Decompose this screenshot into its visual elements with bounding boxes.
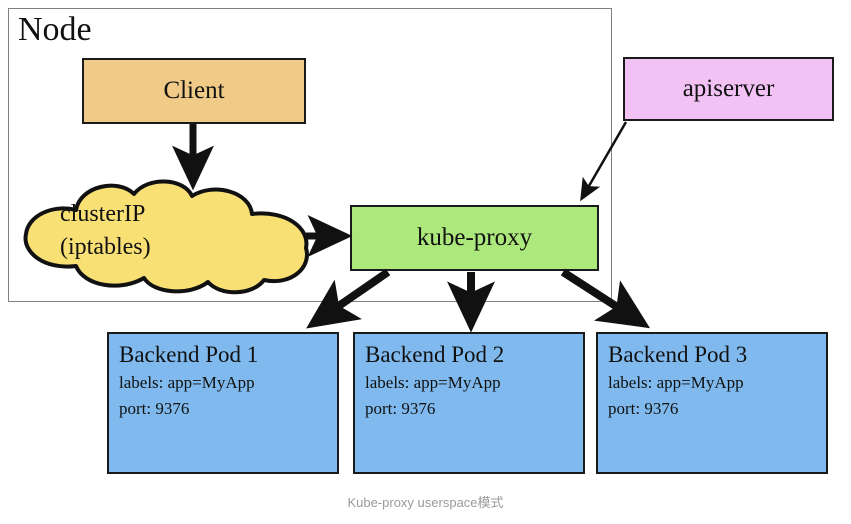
- pod-labels: labels: app=MyApp: [365, 373, 501, 392]
- backend-pod-3[interactable]: Backend Pod 3 labels: app=MyApp port: 93…: [596, 332, 828, 474]
- pod-title: Backend Pod 2: [365, 342, 505, 367]
- client-label: Client: [163, 77, 225, 104]
- pod-port: port: 9376: [365, 399, 436, 418]
- apiserver-label: apiserver: [682, 75, 775, 102]
- pod-labels: labels: app=MyApp: [608, 373, 744, 392]
- backend-pod-2[interactable]: Backend Pod 2 labels: app=MyApp port: 93…: [353, 332, 585, 474]
- diagram-caption: Kube-proxy userspace模式: [347, 495, 504, 510]
- pod-port: port: 9376: [608, 399, 679, 418]
- pod-title: Backend Pod 3: [608, 342, 748, 367]
- backend-pod-1[interactable]: Backend Pod 1 labels: app=MyApp port: 93…: [107, 332, 339, 474]
- client-box[interactable]: Client: [82, 58, 306, 124]
- node-label: Node: [18, 11, 92, 48]
- cloud-shape-icon: [23, 179, 309, 295]
- pod-title: Backend Pod 1: [119, 342, 259, 367]
- cluster-ip-cloud[interactable]: clusterIP (iptables): [14, 176, 326, 296]
- kube-proxy-label: kube-proxy: [416, 224, 533, 251]
- apiserver-box[interactable]: apiserver: [623, 57, 834, 121]
- pod-labels: labels: app=MyApp: [119, 373, 255, 392]
- kube-proxy-box[interactable]: kube-proxy: [350, 205, 599, 271]
- pod-port: port: 9376: [119, 399, 190, 418]
